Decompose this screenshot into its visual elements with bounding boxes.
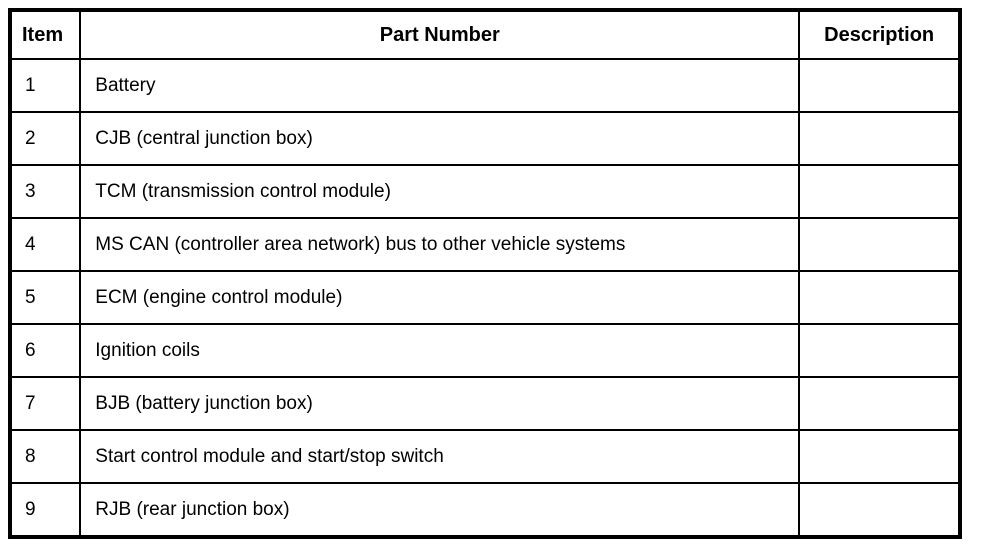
table-row: 7 BJB (battery junction box) — [8, 376, 961, 431]
item-cell: 7 — [8, 376, 82, 431]
part-number-cell: TCM (transmission control module) — [79, 164, 801, 219]
part-number-cell: BJB (battery junction box) — [79, 376, 801, 431]
column-header-item: Item — [8, 9, 82, 60]
item-cell: 5 — [8, 270, 82, 325]
table-row: 3 TCM (transmission control module) — [8, 164, 961, 219]
description-cell — [798, 164, 961, 219]
part-number-cell: Battery — [79, 58, 801, 113]
column-header-part-number: Part Number — [79, 9, 801, 60]
description-cell — [798, 376, 961, 431]
description-cell — [798, 482, 961, 538]
table-row: 4 MS CAN (controller area network) bus t… — [8, 217, 961, 272]
item-cell: 3 — [8, 164, 82, 219]
table-row: 1 Battery — [8, 58, 961, 113]
table-row: 8 Start control module and start/stop sw… — [8, 429, 961, 484]
description-cell — [798, 217, 961, 272]
part-number-cell: RJB (rear junction box) — [79, 482, 801, 538]
part-number-cell: MS CAN (controller area network) bus to … — [79, 217, 801, 272]
table-header: Item Part Number Description — [8, 9, 961, 60]
table-row: 6 Ignition coils — [8, 323, 961, 378]
parts-table: Item Part Number Description 1 Battery 2… — [8, 8, 962, 539]
item-cell: 4 — [8, 217, 82, 272]
description-cell — [798, 58, 961, 113]
description-cell — [798, 429, 961, 484]
item-cell: 6 — [8, 323, 82, 378]
table-body: 1 Battery 2 CJB (central junction box) 3… — [8, 58, 961, 538]
column-header-description: Description — [798, 9, 961, 60]
part-number-cell: CJB (central junction box) — [79, 111, 801, 166]
table-row: 5 ECM (engine control module) — [8, 270, 961, 325]
part-number-cell: Ignition coils — [79, 323, 801, 378]
part-number-cell: ECM (engine control module) — [79, 270, 801, 325]
description-cell — [798, 270, 961, 325]
item-cell: 2 — [8, 111, 82, 166]
item-cell: 9 — [8, 482, 82, 538]
item-cell: 1 — [8, 58, 82, 113]
part-number-cell: Start control module and start/stop swit… — [79, 429, 801, 484]
table-row: 2 CJB (central junction box) — [8, 111, 961, 166]
header-row: Item Part Number Description — [8, 9, 961, 60]
item-cell: 8 — [8, 429, 82, 484]
description-cell — [798, 323, 961, 378]
description-cell — [798, 111, 961, 166]
table-row: 9 RJB (rear junction box) — [8, 482, 961, 538]
